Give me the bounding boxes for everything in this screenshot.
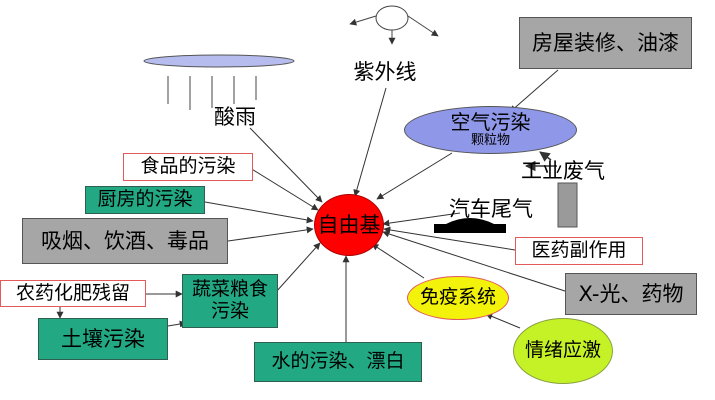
center-label: 自由基 (317, 212, 381, 237)
node-car-exhaust: 汽车尾气 (449, 196, 533, 221)
node-medicine-side-effect: 医药副作用 (515, 237, 643, 265)
node-smoke-drink-drug: 吸烟、饮酒、毒品 (22, 218, 228, 264)
sun-icon (349, 5, 439, 45)
node-pesticide-residue: 农药化肥残留 (0, 280, 146, 307)
node-vegetable-grain: 蔬菜粮食 污染 (182, 274, 278, 328)
node-water-pollution: 水的污染、漂白 (254, 342, 422, 382)
node-industrial-gas: 工业废气 (521, 158, 605, 183)
node-home-renovation: 房屋装修、油漆 (519, 17, 692, 69)
rain-cloud-icon (143, 54, 295, 110)
car-exhaust-icon (434, 218, 506, 233)
node-air-pollution: 空气污染 颗粒物 (404, 106, 577, 154)
node-ultraviolet: 紫外线 (353, 59, 417, 84)
node-immune-system: 免疫系统 (407, 276, 509, 320)
node-kitchen-pollution: 厨房的污染 (85, 186, 205, 214)
node-xray-drugs: X-光、药物 (565, 273, 697, 315)
node-acid-rain: 酸雨 (214, 104, 256, 129)
center-free-radical: 自由基 (314, 194, 384, 256)
particulate-label: 颗粒物 (470, 133, 510, 149)
air-pollution-label: 空气污染 (450, 110, 531, 135)
node-emotional-stress: 情绪应激 (513, 318, 613, 384)
arrows-to-center (204, 87, 569, 342)
node-soil-pollution: 土壤污染 (38, 318, 168, 360)
node-food-pollution: 食品的污染 (123, 153, 253, 181)
chimney-icon (524, 151, 578, 228)
